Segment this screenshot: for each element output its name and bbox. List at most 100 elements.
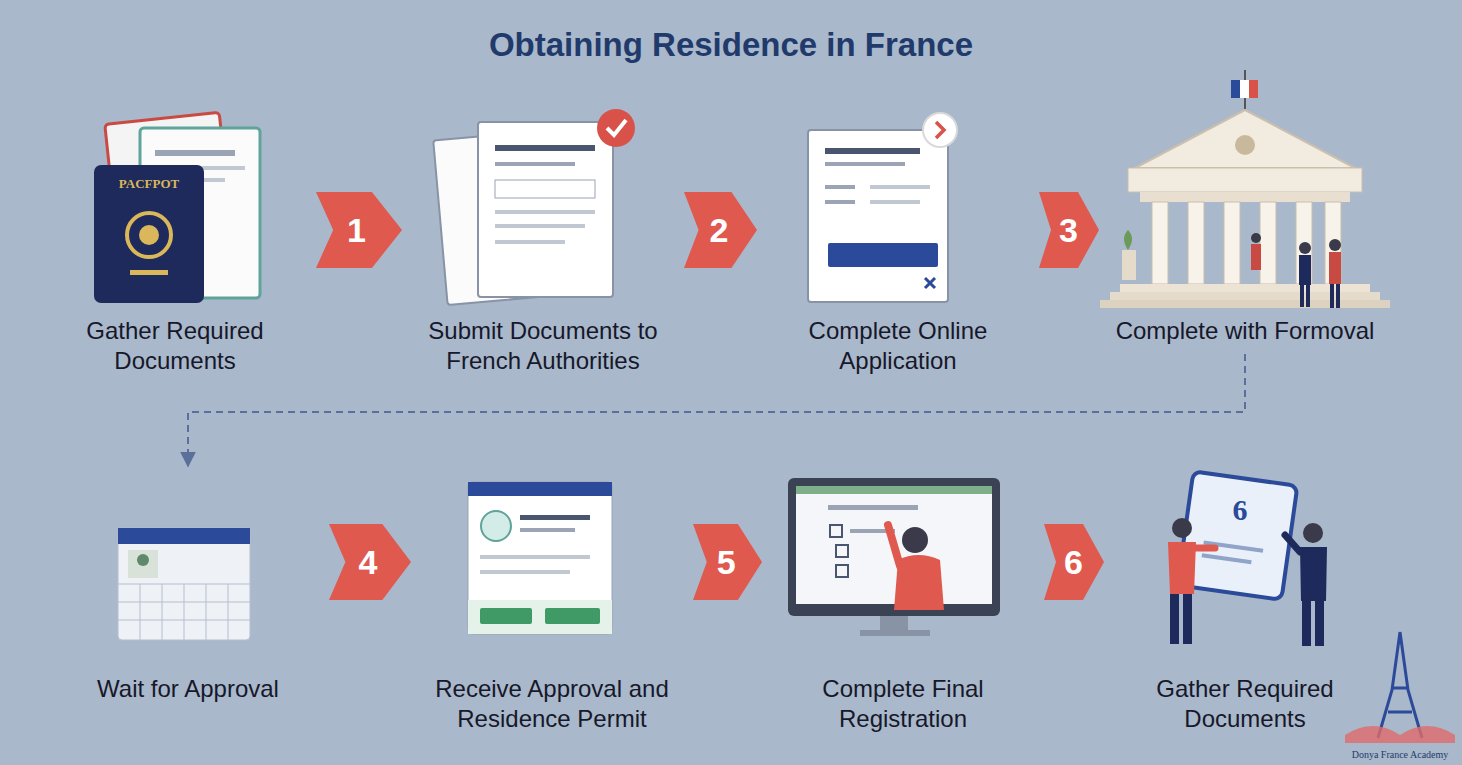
illustration-part — [1345, 726, 1455, 743]
illustration-part — [1336, 284, 1340, 308]
illustration-part — [825, 162, 905, 166]
illustration-part — [830, 525, 842, 537]
building-icon — [1100, 70, 1390, 308]
step-arrow — [329, 524, 411, 600]
illustration-part — [495, 210, 595, 214]
illustration-part — [870, 200, 920, 204]
illustration-part — [1240, 80, 1249, 98]
illustration-part — [1124, 230, 1132, 250]
illustration-part — [828, 505, 918, 510]
permit-icon — [468, 482, 612, 634]
illustration-part — [1100, 300, 1390, 308]
illustration-part — [1299, 242, 1311, 254]
illustration-part — [1183, 594, 1192, 644]
illustration-part — [1296, 202, 1312, 284]
illustration-part — [796, 486, 992, 494]
calendar-icon — [118, 528, 250, 640]
illustration-part — [828, 243, 938, 267]
illustration-part — [936, 122, 944, 138]
step-number: 6 — [1064, 543, 1083, 582]
illustration-part — [1378, 632, 1422, 738]
illustration-part — [480, 555, 590, 559]
step-box: Complete with Formoval — [1105, 62, 1385, 350]
passport-icon — [94, 112, 260, 303]
return-connector — [188, 354, 1245, 466]
passport-text: PACFPOT — [119, 176, 179, 192]
illustration-part — [118, 528, 250, 544]
illustration-part — [162, 584, 163, 640]
step-number: 4 — [358, 543, 377, 582]
illustration-part — [478, 122, 613, 297]
illustration-part — [1152, 202, 1168, 284]
illustration-part — [228, 584, 229, 640]
illustration-part — [902, 527, 928, 553]
illustration-part — [545, 608, 600, 624]
step-box: Complete Final Registration — [768, 470, 1038, 738]
illustration-part — [140, 584, 141, 640]
form-icon — [808, 113, 957, 302]
illustration-part — [1300, 285, 1304, 307]
illustration-part — [825, 200, 855, 204]
illustration-part — [1285, 535, 1300, 552]
illustration-part — [1188, 202, 1204, 284]
step-arrow — [693, 524, 762, 600]
illustration-part — [480, 570, 570, 574]
step-number: 2 — [710, 211, 729, 250]
illustration-part — [137, 554, 149, 566]
illustration-part — [130, 270, 168, 275]
illustration-part — [1300, 547, 1327, 601]
illustration-part — [1306, 285, 1310, 307]
illustration-part — [825, 148, 920, 154]
document-people-icon — [1168, 471, 1327, 646]
step-label: Submit Documents to French Authorities — [408, 316, 678, 376]
illustration-part — [825, 185, 855, 189]
illustration-part — [520, 515, 590, 520]
illustration-part — [888, 525, 900, 566]
step-label: Complete Final Registration — [768, 674, 1038, 734]
illustration-part — [1329, 252, 1341, 284]
step-arrow — [1044, 524, 1104, 600]
illustration-part — [118, 584, 250, 640]
watermark-emblem — [1345, 632, 1455, 743]
illustration-part — [206, 584, 207, 640]
illustration-part — [808, 130, 948, 302]
illustration-part — [468, 482, 612, 634]
illustration-part — [139, 225, 159, 245]
illustration-part — [118, 528, 250, 640]
illustration-part — [1260, 202, 1276, 284]
illustration-part — [94, 165, 204, 303]
illustration-part — [495, 162, 575, 166]
step-arrow — [316, 192, 402, 268]
illustration-part — [880, 616, 908, 630]
step-label: Wait for Approval — [97, 674, 279, 704]
step-box: Receive Approval and Residence Permit — [417, 470, 687, 738]
illustration-part — [1299, 255, 1311, 285]
step-label: Receive Approval and Residence Permit — [417, 674, 687, 734]
illustration-part — [923, 113, 957, 147]
document-number: 6 — [1233, 493, 1248, 527]
illustration-part — [1249, 80, 1258, 98]
illustration-part — [127, 213, 171, 257]
illustration-part — [495, 180, 595, 198]
step-label: Complete Online Application — [763, 316, 1033, 376]
illustration-part — [788, 478, 1000, 616]
illustration-part — [597, 109, 635, 147]
illustration-part — [1231, 80, 1240, 98]
step-box: Submit Documents to French Authorities — [408, 100, 678, 380]
illustration-part — [1235, 135, 1255, 155]
step-arrow — [684, 192, 757, 268]
illustration-part — [468, 482, 612, 496]
documents-icon — [433, 109, 635, 305]
illustration-part — [1170, 594, 1179, 644]
illustration-part — [836, 565, 848, 577]
illustration-part — [495, 145, 595, 151]
illustration-part — [495, 224, 585, 228]
illustration-part — [925, 278, 935, 288]
step-label: Gather Required Documents — [1110, 674, 1380, 734]
illustration-part — [520, 528, 575, 532]
illustration-part — [481, 511, 511, 541]
illustration-part — [1329, 239, 1341, 251]
illustration-part — [1177, 471, 1297, 599]
step-box: Wait for Approval — [53, 470, 323, 708]
